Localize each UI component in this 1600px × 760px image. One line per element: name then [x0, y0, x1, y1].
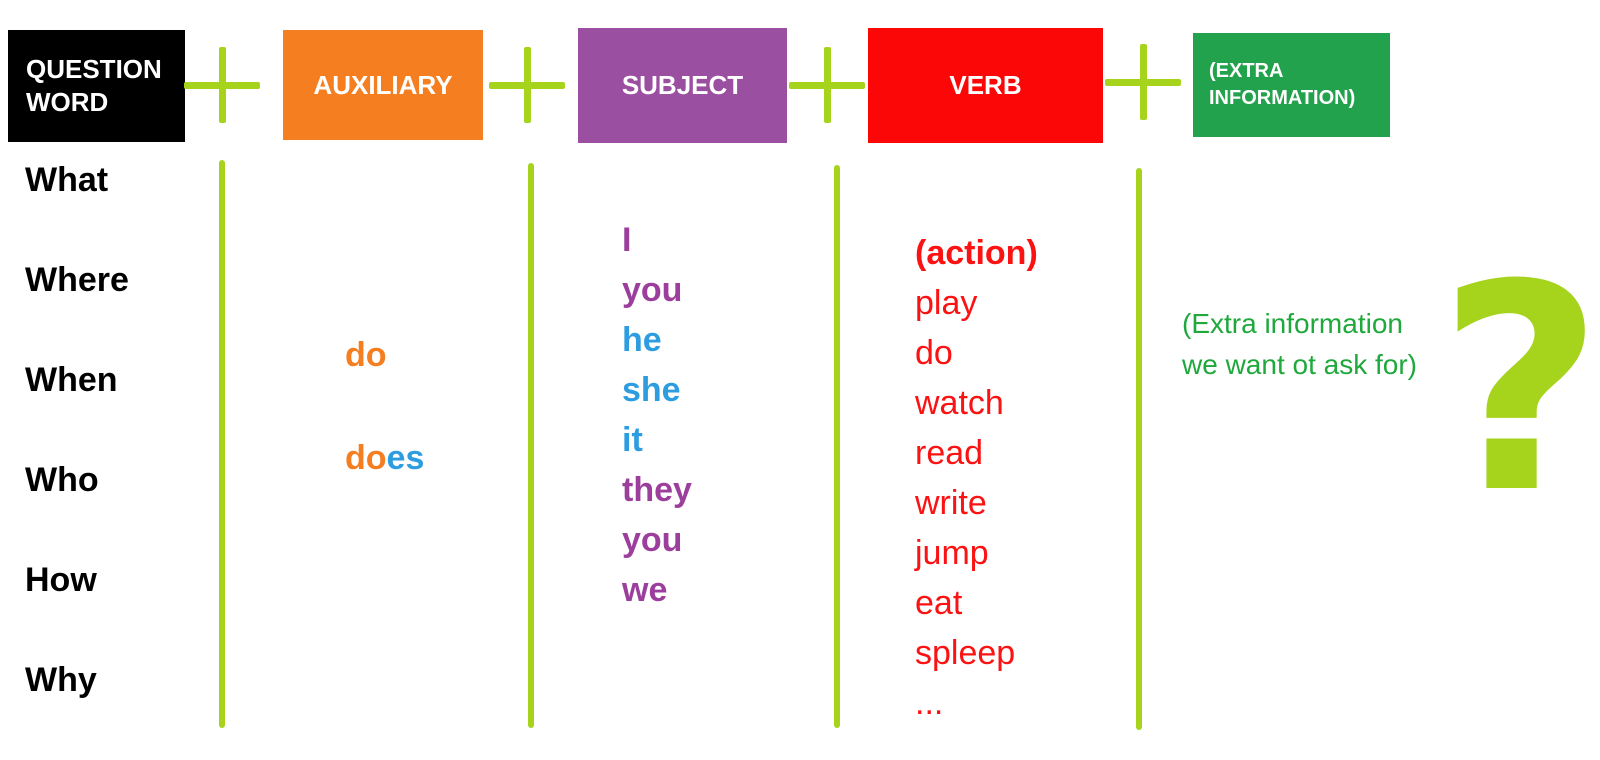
subject-pronoun: she [622, 371, 681, 409]
verb-word: jump [915, 534, 989, 572]
subject-pronoun: they [622, 471, 692, 509]
question-word-box: QUESTION WORD [8, 30, 185, 142]
verb-word: do [915, 334, 953, 372]
column-divider-line [219, 160, 225, 728]
question-word: When [25, 361, 118, 399]
extra-information-note: (Extra information we want ot ask for) [1182, 303, 1417, 385]
auxiliary-box: AUXILIARY [283, 30, 483, 140]
verb-word: read [915, 434, 984, 472]
plus-icon [1103, 42, 1183, 122]
verb-box: VERB [868, 28, 1103, 143]
subject-pronoun: we [622, 571, 668, 609]
verb-word: ... [915, 684, 944, 722]
plus-icon [487, 45, 567, 125]
question-word: What [25, 161, 109, 199]
subject-box: SUBJECT [578, 28, 787, 143]
auxiliary-word-part: es [386, 439, 425, 477]
question-word: Where [25, 261, 129, 299]
column-divider-line [834, 165, 840, 728]
column-divider-line [528, 163, 534, 728]
subject-pronoun: you [622, 271, 683, 309]
subject-pronoun: it [622, 421, 643, 459]
verb-word: write [915, 484, 987, 522]
extra-information-box: (EXTRA INFORMATION) [1193, 33, 1390, 137]
verb-word: watch [915, 384, 1004, 422]
column-divider-line [1136, 168, 1142, 730]
question-word: How [25, 561, 97, 599]
subject-pronoun: he [622, 321, 662, 359]
question-word: Who [25, 461, 99, 499]
extra-information-note-line: we want ot ask for) [1182, 349, 1417, 380]
verb-word: (action) [915, 234, 1038, 272]
auxiliary-word: do [345, 330, 424, 380]
verbs-column: (action) play do watch read write jump eat splee… [915, 228, 1038, 728]
auxiliary-word: does [345, 433, 424, 483]
extra-information-note-line: (Extra information [1182, 308, 1403, 339]
subject-pronoun: you [622, 521, 683, 559]
question-mark-icon: ? [1438, 224, 1600, 556]
plus-icon [182, 45, 262, 125]
auxiliary-word-part: do [345, 336, 387, 374]
verb-word: play [915, 284, 978, 322]
auxiliary-word-part: do [345, 439, 387, 477]
plus-icon [787, 45, 867, 125]
subject-pronoun: I [622, 221, 632, 259]
verb-word: eat [915, 584, 963, 622]
question-word: Why [25, 661, 97, 699]
verb-word: spleep [915, 634, 1016, 672]
